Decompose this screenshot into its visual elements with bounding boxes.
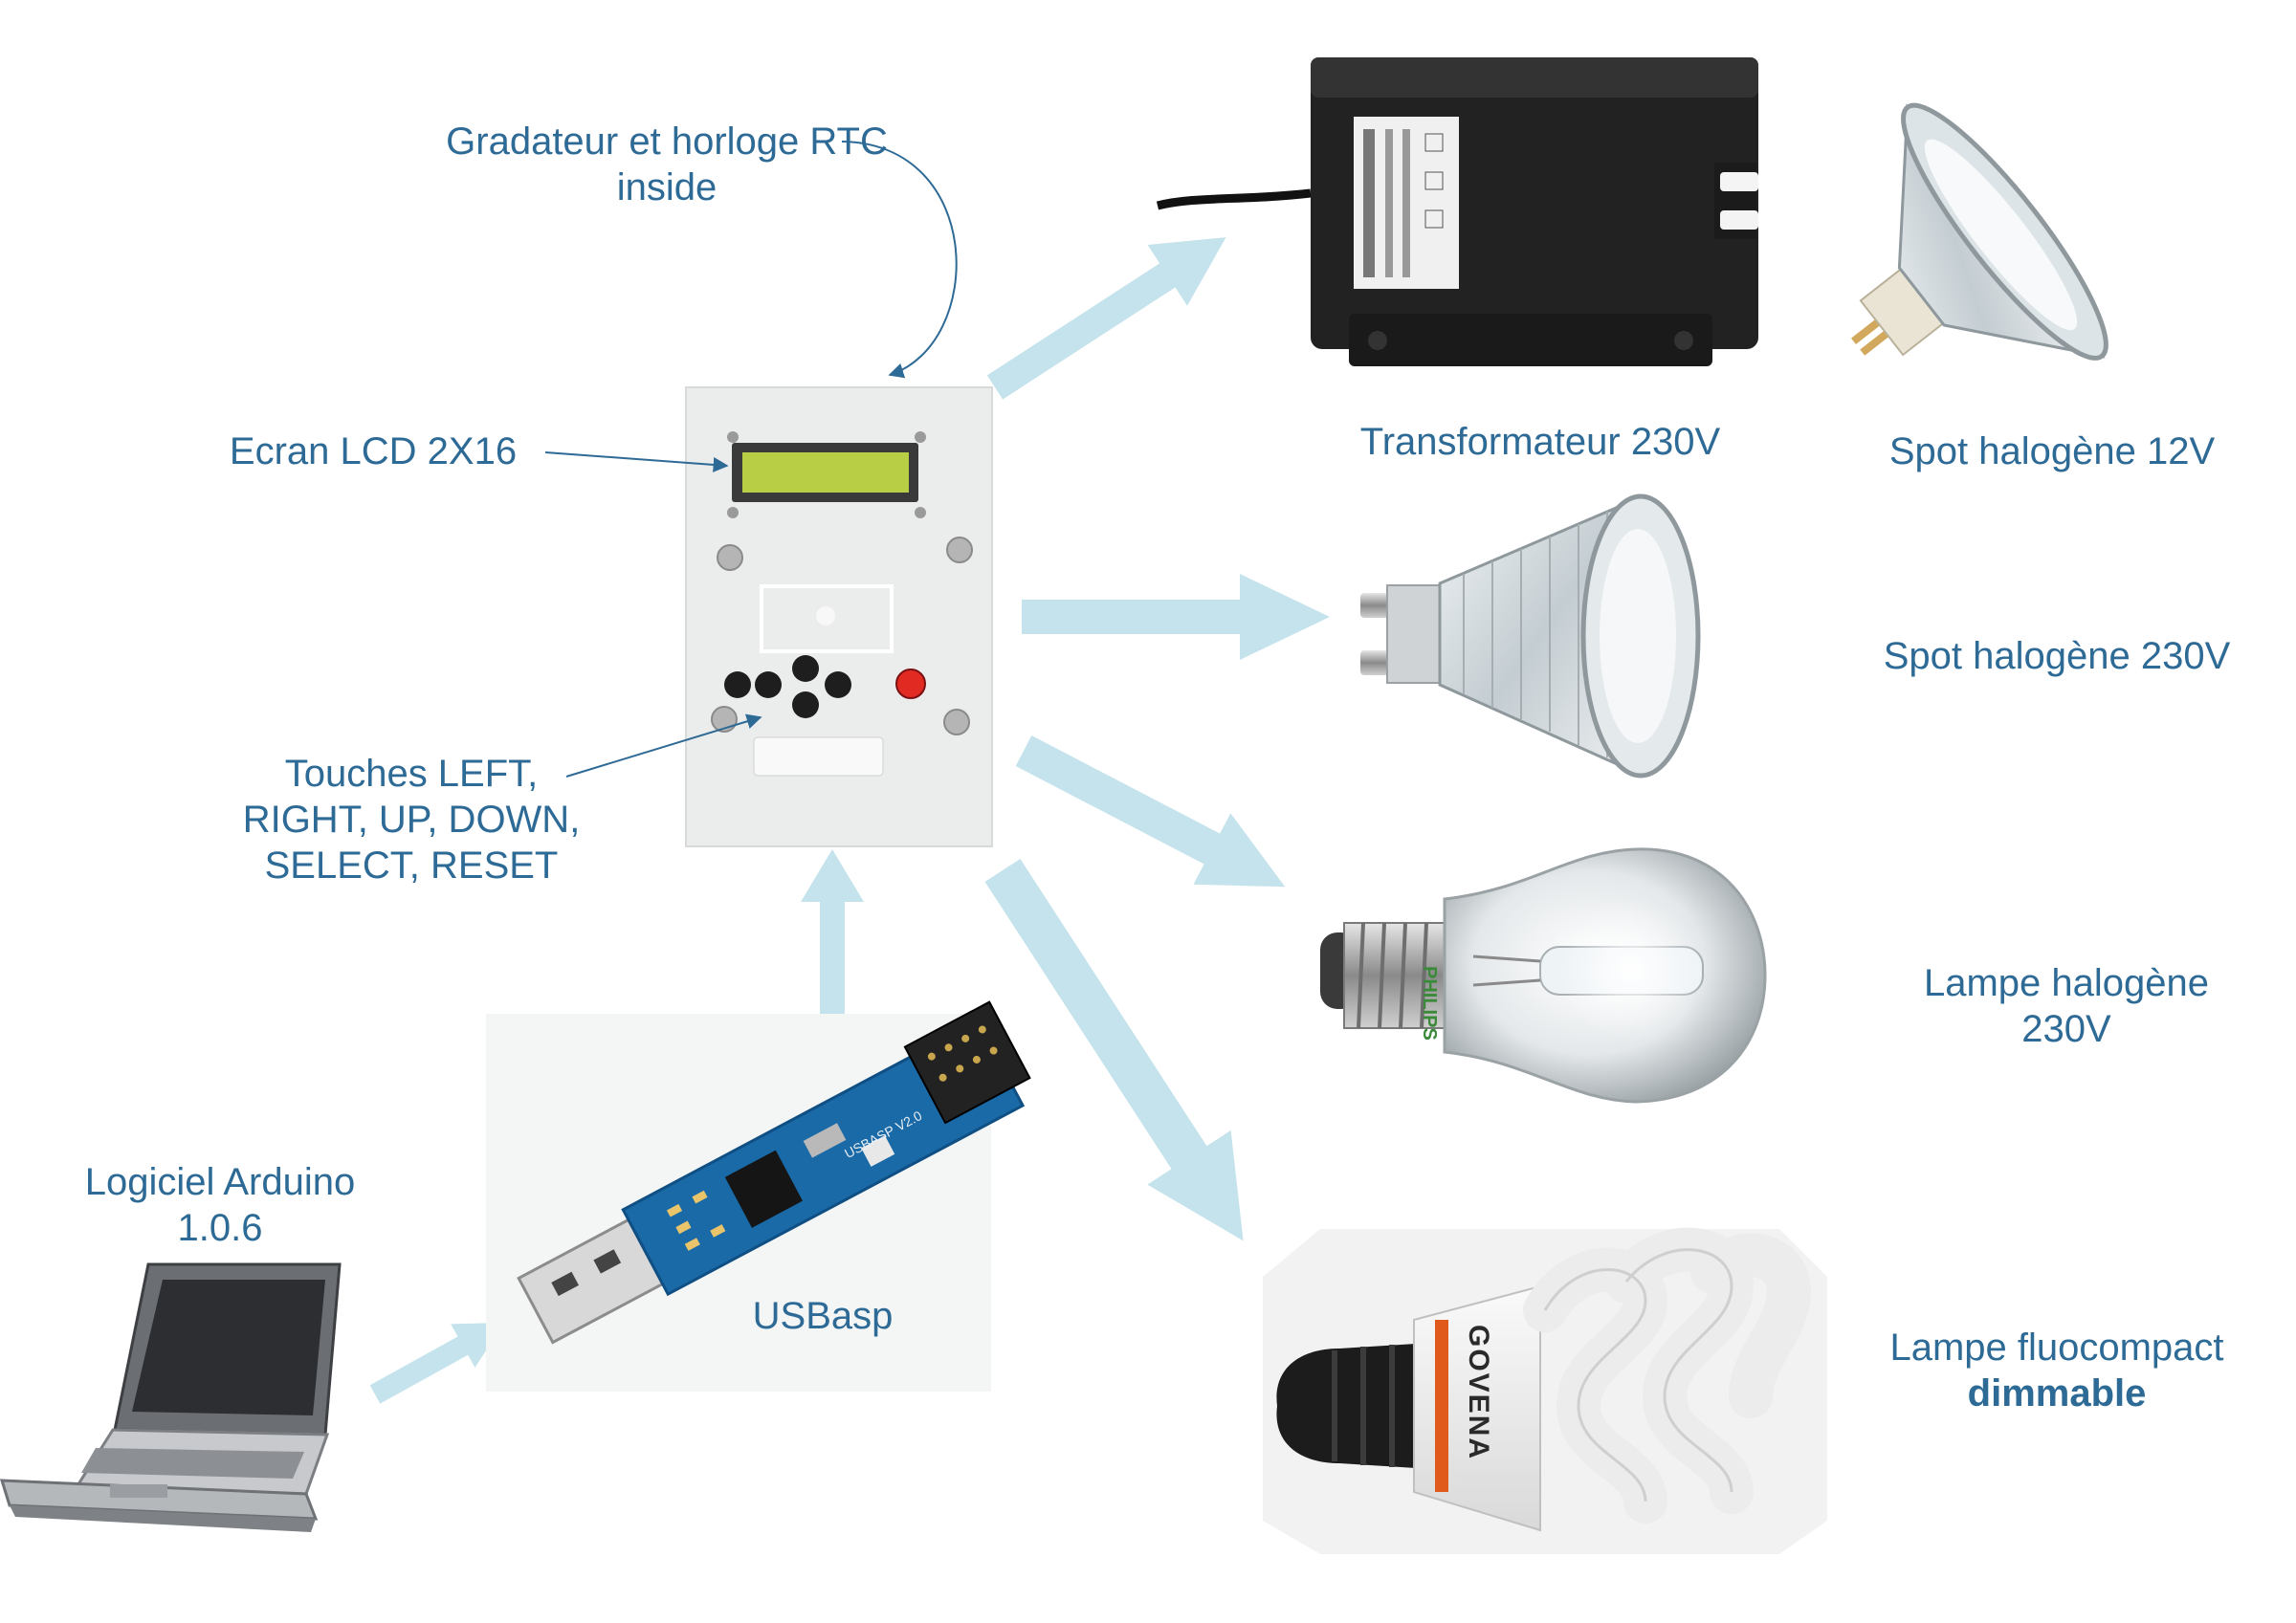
label-touches-line2: RIGHT, UP, DOWN,: [242, 799, 581, 841]
label-fluocompact-line2: dimmable: [1846, 1371, 2267, 1416]
pointer-ecran: [544, 451, 729, 472]
keypad-buttons: [724, 655, 851, 718]
transformer: [1156, 57, 1758, 366]
pointer-lines: [544, 141, 958, 778]
panel-screw: [946, 537, 973, 563]
laptop-image: [0, 1262, 342, 1532]
label-lampe-halogene-line1: Lampe halogène: [1923, 962, 2210, 1004]
label-ecran-text: Ecran LCD 2X16: [229, 430, 518, 472]
label-lampe-halogene-line2: 230V: [2021, 1008, 2111, 1050]
label-ecran-lcd: Ecran LCD 2X16: [191, 428, 555, 474]
label-spot-12v-text: Spot halogène 12V: [1888, 430, 2216, 472]
label-usbasp-text: USBasp: [752, 1295, 894, 1337]
arrow-laptop-to-usbasp: [369, 1322, 505, 1404]
reset-button: [895, 669, 926, 699]
label-gradateur: Gradateur et horloge RTC inside: [298, 119, 1035, 210]
label-touches-line1: Touches LEFT,: [284, 753, 539, 795]
label-transformateur-text: Transformateur 230V: [1359, 421, 1721, 463]
label-usbasp: USBasp: [708, 1293, 938, 1339]
label-logiciel-line2: 1.0.6: [177, 1207, 263, 1249]
label-spot-12v: Spot halogène 12V: [1851, 428, 2253, 474]
spot-230v-image: [1360, 493, 1701, 779]
label-logiciel: Logiciel Arduino 1.0.6: [38, 1159, 402, 1251]
lcd-screen: [732, 443, 918, 502]
panel-screw: [711, 706, 738, 733]
label-fluocompact-line1: Lampe fluocompact: [1889, 1327, 2224, 1369]
fluo-lamp-image: [1263, 1227, 1827, 1554]
arrow-to-spot230: [1022, 574, 1330, 660]
arrow-usbasp-to-panel: [801, 849, 864, 1021]
flow-arrows: [369, 237, 1330, 1404]
label-transformateur: Transformateur 230V: [1301, 419, 1779, 465]
label-logiciel-line1: Logiciel Arduino: [84, 1161, 356, 1203]
label-touches: Touches LEFT, RIGHT, UP, DOWN, SELECT, R…: [201, 751, 622, 888]
arrow-to-fluo-lamp: [984, 859, 1244, 1241]
dimmer-panel: [685, 386, 993, 847]
label-fluocompact: Lampe fluocompact dimmable: [1846, 1325, 2267, 1416]
spot-12v-image: [1851, 102, 2108, 361]
panel-screw: [943, 709, 970, 735]
label-spot-230v-text: Spot halogène 230V: [1883, 635, 2231, 677]
govena-brand-text: GOVENA: [1463, 1325, 1494, 1461]
philips-brand-text: PHILIPS: [1419, 966, 1440, 1041]
panel-screw: [717, 544, 743, 571]
label-gradateur-line2: inside: [616, 166, 718, 208]
arrow-to-transformer: [986, 237, 1226, 400]
fluo-base: [1276, 1344, 1416, 1468]
label-gradateur-line1: Gradateur et horloge RTC: [446, 121, 888, 163]
label-fluocompact-bold: dimmable: [1967, 1372, 2147, 1415]
label-touches-line3: SELECT, RESET: [264, 844, 559, 887]
label-lampe-halogene: Lampe halogène 230V: [1875, 960, 2258, 1052]
label-spot-230v: Spot halogène 230V: [1837, 633, 2277, 679]
halogen-bulb-image: [1320, 847, 1767, 1104]
usbasp-image: [486, 1000, 1031, 1392]
arrow-to-halogen-bulb: [1015, 735, 1286, 888]
pointer-gradateur: [841, 141, 958, 379]
pointer-touches: [565, 713, 762, 778]
